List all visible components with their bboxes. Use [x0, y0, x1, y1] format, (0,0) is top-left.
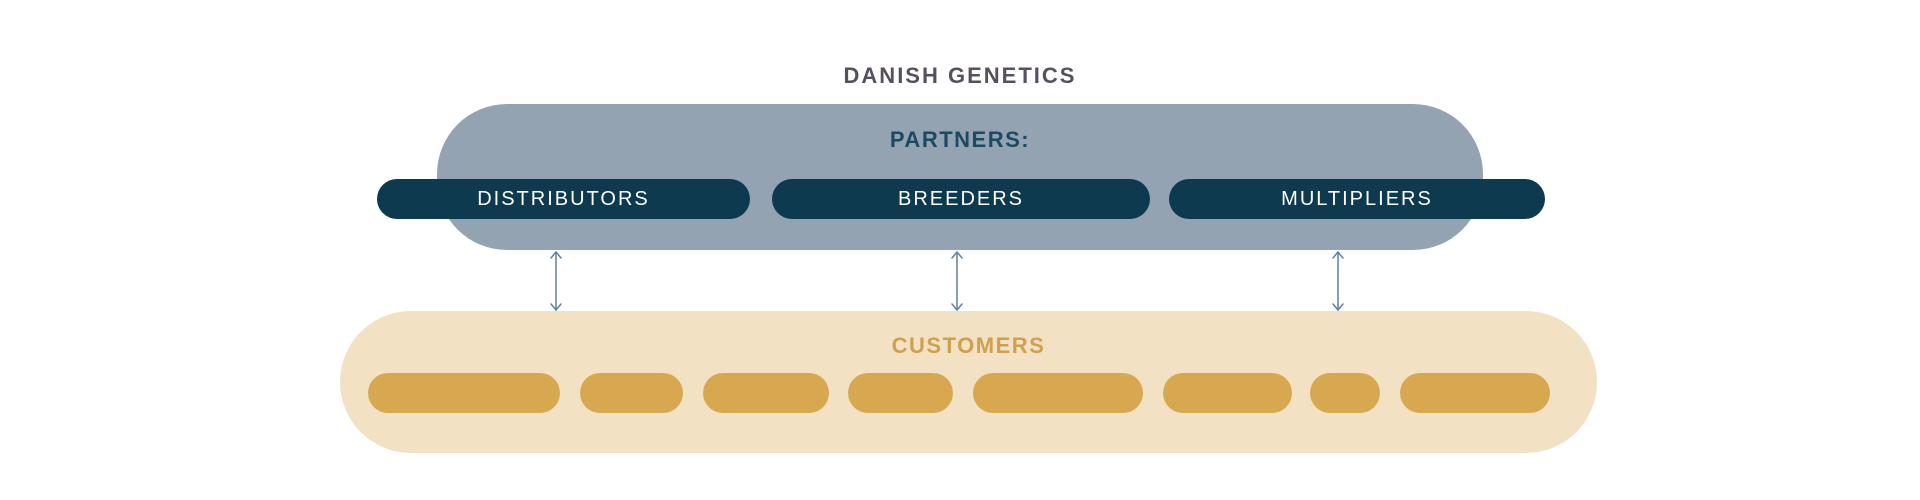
- partner-pill-distributors: DISTRIBUTORS: [377, 179, 750, 219]
- customer-pill: [973, 373, 1143, 413]
- partner-pill-label: DISTRIBUTORS: [477, 187, 650, 210]
- partners-container: PARTNERS:: [437, 104, 1483, 250]
- customer-pill: [368, 373, 560, 413]
- partner-pill-breeders: BREEDERS: [772, 179, 1150, 219]
- double-arrow-icon: [550, 251, 562, 311]
- customer-pill: [1310, 373, 1380, 413]
- partner-pill-label: MULTIPLIERS: [1281, 187, 1433, 210]
- double-arrow-icon: [1332, 251, 1344, 311]
- customer-pill: [848, 373, 953, 413]
- customers-label: CUSTOMERS: [891, 333, 1046, 358]
- partners-label: PARTNERS:: [889, 127, 1031, 152]
- customer-pill: [703, 373, 829, 413]
- page-title: DANISH GENETICS: [843, 63, 1077, 88]
- partner-pill-label: BREEDERS: [897, 187, 1025, 210]
- customer-pill: [1163, 373, 1292, 413]
- customer-pill: [580, 373, 683, 413]
- partner-pill-multipliers: MULTIPLIERS: [1169, 179, 1545, 219]
- customer-pill: [1400, 373, 1550, 413]
- double-arrow-icon: [951, 251, 963, 311]
